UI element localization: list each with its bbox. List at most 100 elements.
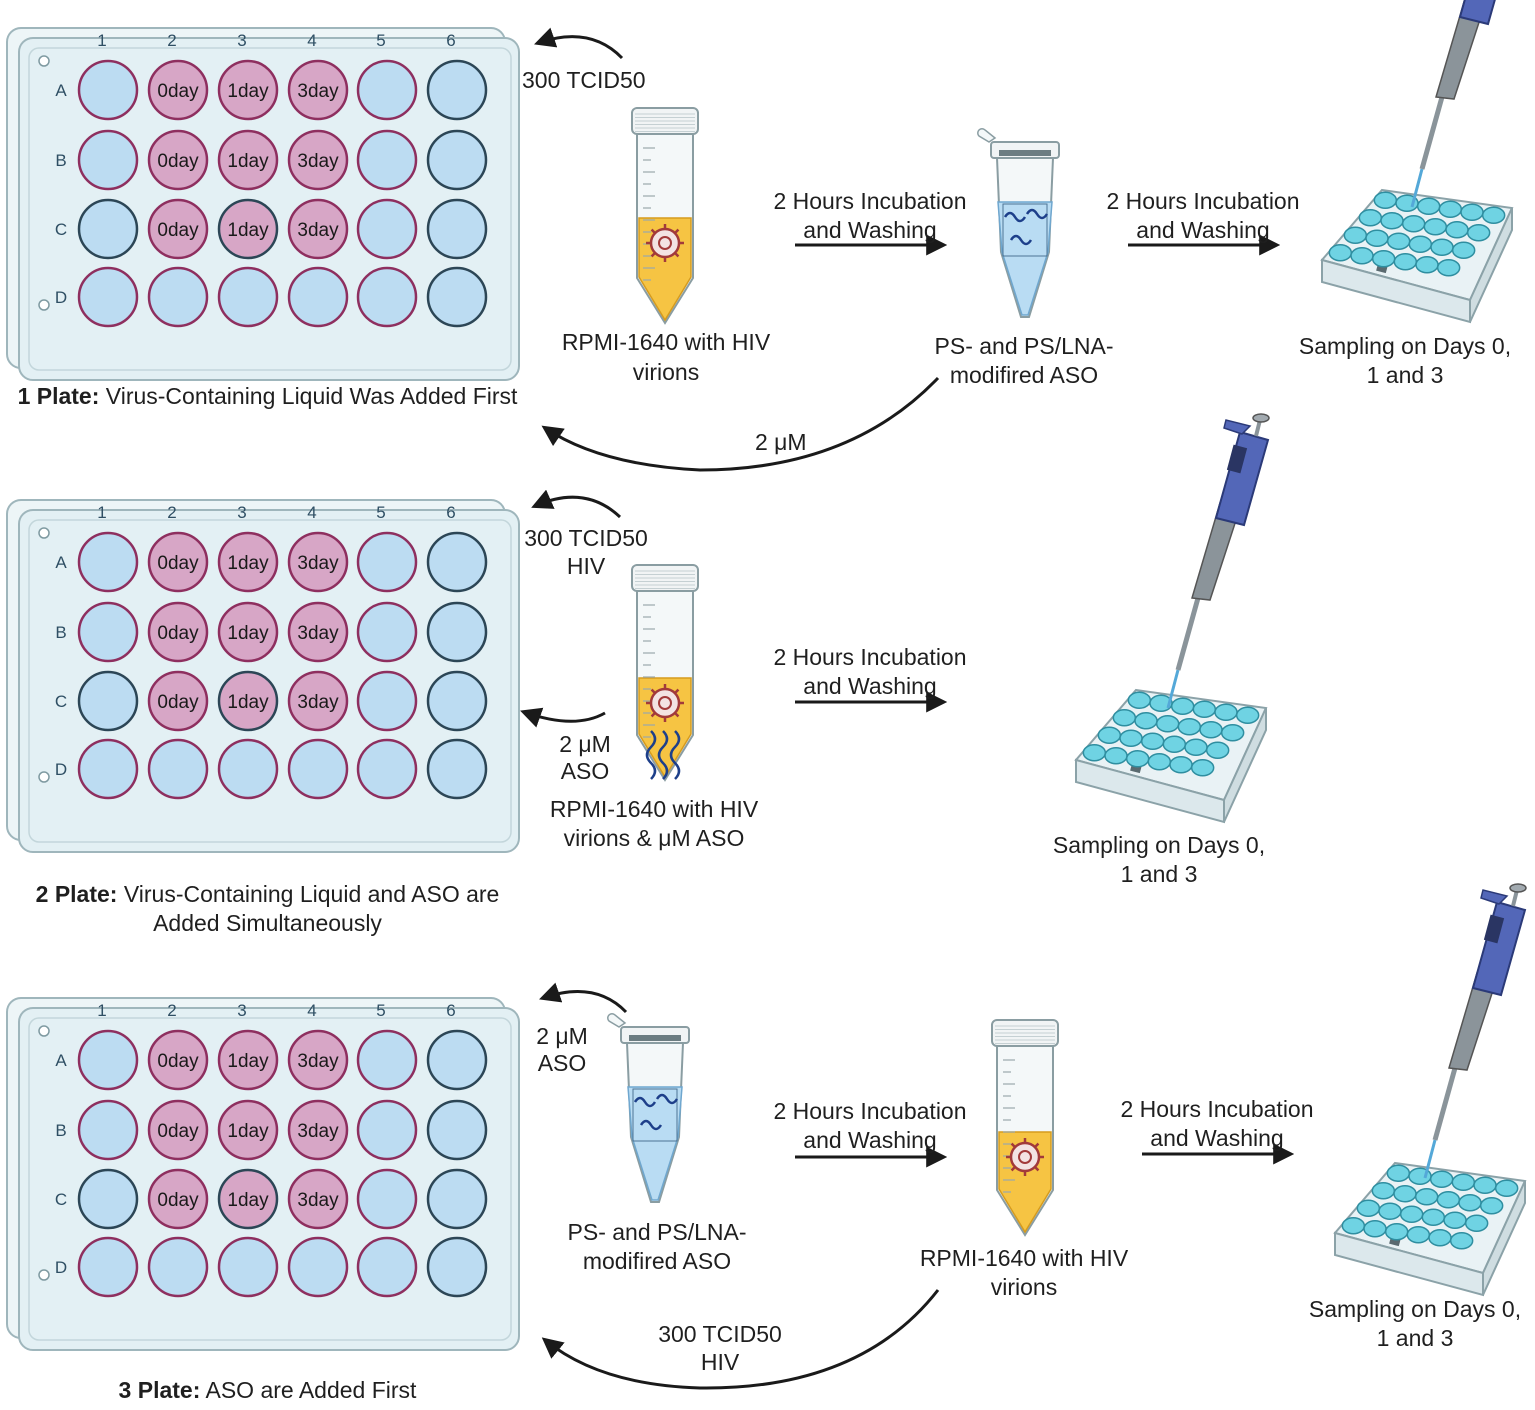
hiv-virion-core [658,696,672,710]
virion-spike [650,688,656,694]
culture-well [1169,756,1193,774]
well [147,1029,209,1091]
well-label: 3day [297,81,339,102]
culture-well [1127,691,1152,709]
culture-plate-side [1469,207,1513,323]
panel1-aso-label-1: PS- and PS/LNA- [934,333,1114,359]
well [426,1029,488,1091]
culture-well [1328,244,1353,262]
well-label: 1day [227,553,269,574]
well-label: 1day [227,81,269,102]
culture-well [1416,197,1441,215]
panel3-step1-label-1: 2 Hours Incubation [773,1098,967,1124]
pipette-hook [1223,419,1252,435]
panel2-mid-arrow [520,707,606,728]
row-label: D [55,1258,67,1277]
panel3-return-arrow-label-1: 300 TCID50 [658,1321,782,1347]
plate-corner-hole [38,1269,50,1281]
plate-corner-hole [38,527,50,539]
column-label: 1 [97,503,106,522]
panel2-top-arrow [531,489,622,519]
culture-well [1429,1170,1454,1188]
well [77,1029,139,1091]
panel1-aso-label-2: modifired ASO [949,362,1099,388]
culture-plate-side [1223,707,1267,823]
pipette-shaft [1419,96,1445,170]
panel1-step1-label-2: and Washing [803,217,937,243]
well [217,1029,279,1091]
virion-spike [674,252,680,258]
well [77,129,139,191]
culture-well [1177,718,1202,736]
culture-well [1451,241,1476,259]
well [426,129,488,191]
well [147,670,209,732]
culture-well [1481,206,1506,224]
panel3-aso-label-1: PS- and PS/LNA- [567,1219,747,1245]
panel3-tube-label-1: RPMI-1640 with HIV [919,1245,1129,1271]
well-label: 0day [157,1190,199,1211]
culture-well [1192,700,1217,718]
culture-well [1415,256,1439,274]
column-label: 2 [167,503,176,522]
culture-well [1147,753,1172,771]
well [356,1236,418,1298]
culture-well [1235,706,1260,724]
column-label: 6 [446,503,455,522]
well [217,59,279,121]
aso-strand [657,730,669,780]
culture-well [1097,726,1122,744]
row-label: A [55,553,67,572]
well-label: 0day [157,220,199,241]
culture-well [1384,1223,1409,1241]
well-label: 1day [227,1121,269,1142]
panel2-mid-arrow-label-2: ASO [560,758,610,784]
culture-well [1494,1179,1519,1197]
aso-strand [1025,208,1049,220]
column-label: 3 [237,1001,246,1020]
aso-strand [1009,234,1033,246]
culture-well [1473,1176,1497,1194]
column-label: 3 [237,31,246,50]
well [287,1168,349,1230]
well [147,198,209,260]
column-label: 6 [446,31,455,50]
panel3-step2-label-1: 2 Hours Incubation [1120,1096,1314,1122]
culture-well [1393,253,1418,271]
well [356,738,418,800]
well-label: 3day [297,220,339,241]
well-label: 0day [157,692,199,713]
well-label: 3day [297,1190,339,1211]
well [356,1099,418,1161]
culture-well [1436,1191,1461,1209]
well [217,1236,279,1298]
well [147,1168,209,1230]
well-label: 1day [227,623,269,644]
culture-well [1436,259,1461,277]
well [217,601,279,663]
well [77,601,139,663]
column-label: 2 [167,1001,176,1020]
well [147,531,209,593]
well [77,670,139,732]
column-label: 2 [167,31,176,50]
virion-spike [1034,1166,1040,1172]
culture-well [1421,1208,1446,1226]
panel2-top-arrow-label-2: HIV [566,553,606,579]
panel3-top-arrow-label-2: ASO [537,1050,587,1076]
row-label: D [55,760,67,779]
culture-well [1430,238,1454,256]
row-label: A [55,1051,67,1070]
plate-corner-hole [38,771,50,783]
panel1-step1-label-1: 2 Hours Incubation [773,188,967,214]
virion-spike [650,712,656,718]
panel2-step1-label-2: and Washing [803,673,937,699]
panel2-tube-label-1: RPMI-1640 with HIV [549,796,759,822]
culture-well [1162,735,1187,753]
panel3-sampling-label-1: Sampling on Days 0, [1308,1296,1522,1322]
panel2-sampling-label-2: 1 and 3 [1120,861,1198,887]
panel1-caption: 1 Plate: Virus-Containing Liquid Was Add… [17,383,518,409]
culture-well [1082,744,1107,762]
well-label: 1day [227,151,269,172]
well [356,266,418,328]
